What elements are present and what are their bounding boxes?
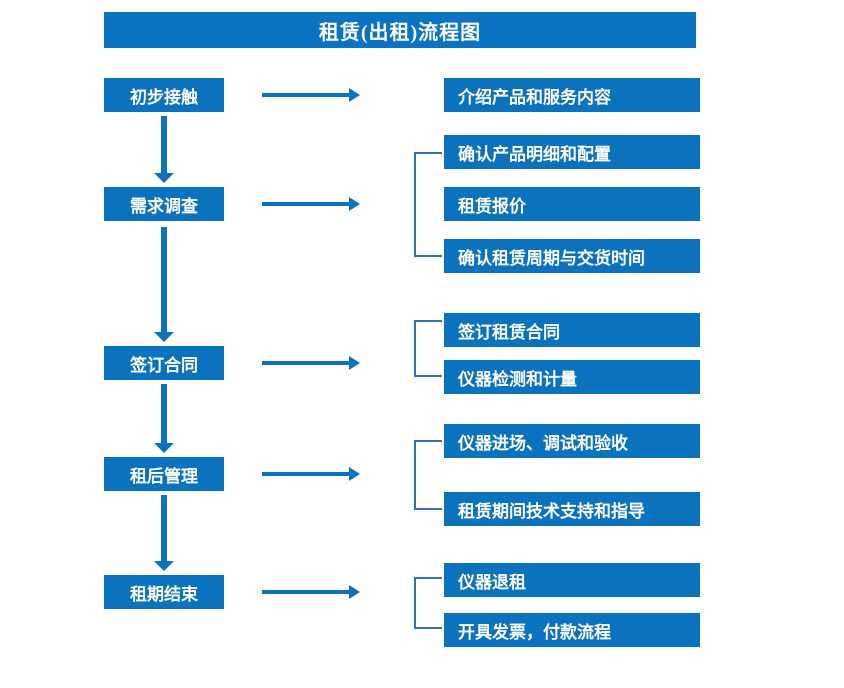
detail-box-3[interactable]: 租赁报价 xyxy=(444,187,700,221)
chart-title: 租赁(出租)流程图 xyxy=(104,12,696,48)
right-arrow-1 xyxy=(262,88,360,102)
arrow-shaft xyxy=(262,361,350,365)
group-bracket-4 xyxy=(414,440,442,510)
arrow-head xyxy=(154,443,174,453)
arrow-shaft xyxy=(161,384,167,444)
arrow-shaft xyxy=(161,495,167,562)
arrow-shaft xyxy=(262,590,350,594)
down-arrow-3 xyxy=(151,384,177,453)
detail-box-9[interactable]: 仪器退租 xyxy=(444,563,700,597)
down-arrow-1 xyxy=(151,116,177,183)
arrow-head xyxy=(349,467,360,481)
group-bracket-2 xyxy=(414,152,442,257)
detail-box-5[interactable]: 签订租赁合同 xyxy=(444,313,700,347)
arrow-head xyxy=(349,585,360,599)
arrow-shaft xyxy=(262,202,350,206)
right-arrow-5 xyxy=(262,585,360,599)
detail-box-6[interactable]: 仪器检测和计量 xyxy=(444,360,700,394)
arrow-head xyxy=(349,88,360,102)
detail-box-1[interactable]: 介绍产品和服务内容 xyxy=(444,78,700,112)
arrow-head xyxy=(154,173,174,183)
right-arrow-3 xyxy=(262,356,360,370)
arrow-shaft xyxy=(262,472,350,476)
arrow-shaft xyxy=(161,116,167,174)
arrow-head xyxy=(349,197,360,211)
detail-box-8[interactable]: 租赁期间技术支持和指导 xyxy=(444,492,700,526)
arrow-head xyxy=(349,356,360,370)
right-arrow-2 xyxy=(262,197,360,211)
stage-box-3[interactable]: 签订合同 xyxy=(104,346,224,380)
stage-box-1[interactable]: 初步接触 xyxy=(104,78,224,112)
stage-box-4[interactable]: 租后管理 xyxy=(104,457,224,491)
group-bracket-3 xyxy=(414,320,442,377)
detail-box-7[interactable]: 仪器进场、调试和验收 xyxy=(444,424,700,458)
arrow-head xyxy=(154,332,174,342)
down-arrow-2 xyxy=(151,227,177,342)
stage-box-5[interactable]: 租期结束 xyxy=(104,575,224,609)
arrow-head xyxy=(154,561,174,571)
stage-box-2[interactable]: 需求调查 xyxy=(104,187,224,221)
detail-box-4[interactable]: 确认租赁周期与交货时间 xyxy=(444,239,700,273)
down-arrow-4 xyxy=(151,495,177,571)
detail-box-2[interactable]: 确认产品明细和配置 xyxy=(444,135,700,169)
detail-box-10[interactable]: 开具发票，付款流程 xyxy=(444,613,700,647)
arrow-shaft xyxy=(262,93,350,97)
right-arrow-4 xyxy=(262,467,360,481)
arrow-shaft xyxy=(161,227,167,333)
group-bracket-5 xyxy=(414,577,442,629)
